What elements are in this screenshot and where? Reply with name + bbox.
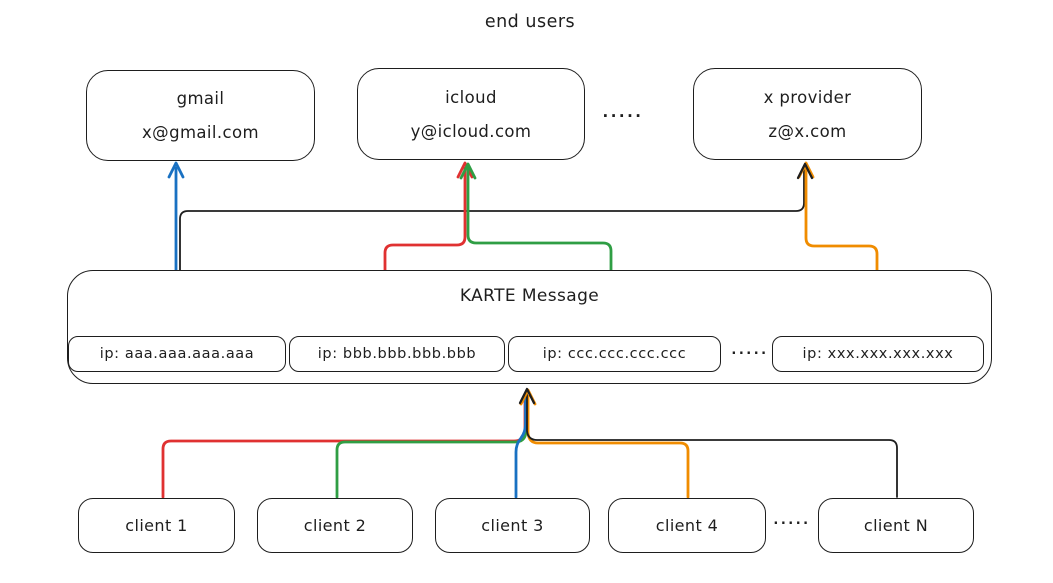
connector-ip-bbb-to-icloud xyxy=(383,166,467,340)
arrowhead-gmail xyxy=(167,161,185,179)
karte-message-title: KARTE Message xyxy=(459,286,600,306)
ip-box-ccc: ip: ccc.ccc.ccc.ccc xyxy=(508,336,721,372)
client-box-n: client N xyxy=(818,498,974,553)
arrowhead-icloud-green xyxy=(459,162,477,180)
provider-name: icloud xyxy=(445,87,497,107)
connector-client1-to-karte xyxy=(161,396,527,499)
client-label: client 1 xyxy=(125,516,188,535)
arrowhead-x-provider-black xyxy=(796,162,814,180)
ip-box-aaa: ip: aaa.aaa.aaa.aaa xyxy=(68,336,286,372)
client-label: client 4 xyxy=(655,516,719,535)
provider-box-x-provider: x provider z@x.com xyxy=(693,68,922,160)
ip-label: ip: bbb.bbb.bbb.bbb xyxy=(317,346,477,362)
connector-ip-ccc-to-icloud xyxy=(466,166,613,340)
arrowhead-icloud-red xyxy=(456,161,474,179)
connector-clientN-to-karte xyxy=(526,393,898,498)
ellipsis-ips: ..... xyxy=(731,343,769,358)
client-box-1: client 1 xyxy=(78,498,235,553)
client-box-3: client 3 xyxy=(435,498,590,553)
connector-ip-xxx-to-x-provider xyxy=(804,166,879,340)
provider-name: x provider xyxy=(763,87,852,107)
ip-label: ip: xxx.xxx.xxx.xxx xyxy=(802,346,954,362)
ip-label: ip: ccc.ccc.ccc.ccc xyxy=(542,346,687,362)
arrowhead-karte-black xyxy=(518,387,536,405)
connector-ip-aaa-to-x-provider xyxy=(179,169,805,339)
provider-email: y@icloud.com xyxy=(410,121,532,141)
provider-box-icloud: icloud y@icloud.com xyxy=(357,68,585,160)
client-box-4: client 4 xyxy=(608,498,766,553)
client-label: client 2 xyxy=(303,516,367,535)
connector-client3-to-karte xyxy=(514,396,527,499)
ellipsis-providers: ..... xyxy=(602,103,644,121)
provider-name: gmail xyxy=(176,89,225,108)
provider-box-gmail: gmail x@gmail.com xyxy=(86,70,315,161)
connector-client4-to-karte xyxy=(526,394,690,499)
ellipsis-clients: ..... xyxy=(773,513,811,528)
ip-box-bbb: ip: bbb.bbb.bbb.bbb xyxy=(289,336,505,372)
ip-box-xxx: ip: xxx.xxx.xxx.xxx xyxy=(772,336,984,372)
diagram-title: end users xyxy=(484,12,576,32)
client-label: client 3 xyxy=(481,516,544,535)
provider-email: z@x.com xyxy=(768,121,847,141)
client-label: client N xyxy=(863,516,929,535)
ip-label: ip: aaa.aaa.aaa.aaa xyxy=(99,346,255,362)
client-box-2: client 2 xyxy=(257,498,413,553)
provider-email: x@gmail.com xyxy=(142,123,259,142)
connector-client2-to-karte xyxy=(335,396,528,499)
